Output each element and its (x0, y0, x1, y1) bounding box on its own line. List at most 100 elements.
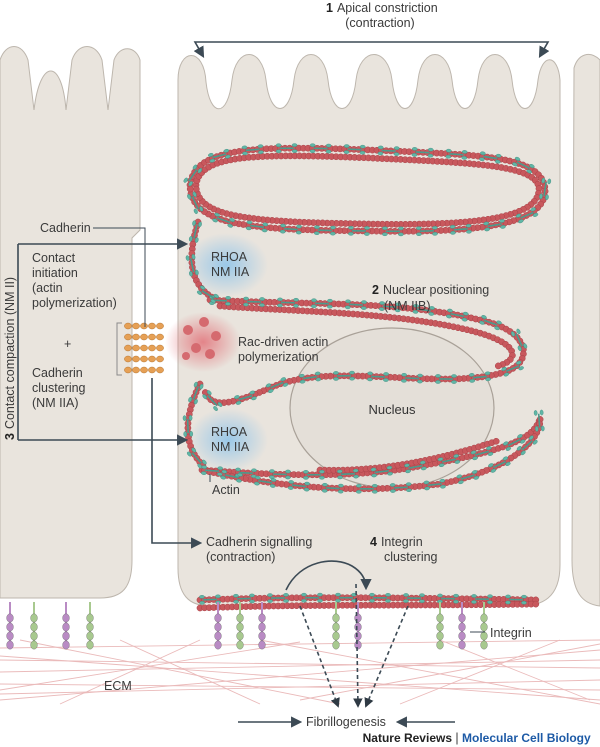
myosin-filament (309, 143, 332, 154)
myosin-filament (479, 151, 502, 164)
clustering-label-3: (NM IIA) (32, 396, 79, 410)
rhoa-bottom-1: RHOA (211, 425, 248, 439)
actin-mid-cable-2-beads (216, 302, 516, 370)
integrin-clustering-2: clustering (384, 550, 438, 564)
myosin-filament (378, 301, 401, 313)
myosin-filament (187, 191, 204, 214)
myosin-filament (311, 298, 333, 309)
myosin-filament (449, 223, 472, 235)
myosin-filament (456, 470, 480, 485)
nuclear-label-2: (NM IIB) (384, 299, 431, 313)
myosin-filament (470, 446, 494, 461)
rac-polymer-balls (182, 317, 221, 360)
myosin-filament (344, 299, 367, 310)
rac-label-2: polymerization (238, 350, 319, 364)
contact-label-3: (actin (32, 281, 63, 295)
myosin-filament (333, 370, 355, 381)
compaction-label: 3Contact compaction (NM II) (3, 277, 17, 440)
myosin-filament (512, 156, 535, 174)
myosin-filament (539, 177, 552, 201)
myosin-filament (185, 254, 199, 277)
nucleus-label: Nucleus (369, 402, 416, 417)
myosin-filament (287, 480, 310, 492)
myosin-filament (186, 447, 207, 469)
myosin-minifilaments (182, 143, 552, 605)
integrin (436, 602, 444, 650)
integrin-label: Integrin (490, 626, 532, 640)
myosin-filament (533, 409, 545, 432)
ecm-fibres (0, 639, 600, 705)
myosin-filament (412, 304, 435, 316)
cadherin-signalling-1: Cadherin signalling (206, 535, 312, 549)
myosin-filament (445, 148, 468, 160)
myosin-filament (188, 220, 202, 243)
apical-bracket-right (360, 41, 550, 58)
myosin-filament (369, 592, 391, 603)
myosin-filament (275, 143, 298, 154)
myosin-filament (343, 144, 366, 155)
myosin-filament (511, 328, 528, 352)
arrows (17, 41, 550, 728)
apical-bracket-left (193, 41, 360, 58)
myosin-filament (488, 456, 511, 473)
myosin-filament (243, 296, 265, 307)
apical-label-2: (contraction) (345, 16, 414, 30)
myosin-filament (267, 593, 289, 603)
myosin-filament (254, 475, 277, 488)
myosin-filament (269, 469, 291, 480)
myosin-filament (503, 434, 526, 451)
integrin (30, 602, 38, 650)
clustering-label-2: clustering (32, 381, 86, 395)
cadherin-dimer (124, 366, 164, 374)
myosin-filament (377, 145, 400, 156)
myosin-filament (437, 593, 459, 604)
cadherin-pointer (93, 227, 146, 327)
myosin-filament (298, 371, 322, 384)
contraction-curve-arrow (285, 560, 372, 591)
credit-journal: Nature Reviews (363, 731, 453, 745)
myosin-filament (265, 377, 289, 393)
credit-separator: | (455, 731, 458, 745)
credit-line: Nature Reviews | Molecular Cell Biology (363, 731, 591, 745)
cadherin-dimer (124, 344, 164, 352)
myosin-filament (355, 483, 378, 494)
myosin-filament (202, 390, 223, 411)
cadherin-dimer (124, 355, 164, 363)
myosin-filament (516, 435, 538, 456)
contact-label-4: polymerization) (32, 296, 117, 310)
myosin-filament (479, 315, 502, 331)
integrin (458, 602, 466, 650)
myosin-filament (382, 226, 404, 237)
integrin (86, 602, 94, 650)
myosin-filament (370, 465, 393, 478)
myosin-filament (301, 592, 323, 603)
actin-apical-ring-inner-beads (192, 152, 543, 228)
myosin-filament (501, 360, 524, 377)
myosin-filament (401, 373, 423, 384)
contact-label-2: initiation (32, 266, 78, 280)
myosin-filament (505, 594, 527, 605)
dashed-arrow-mid (353, 583, 363, 708)
rac-label-1: Rac-driven actin (238, 335, 328, 349)
myosin-filament (435, 374, 457, 384)
actin-mid-cable-beads (201, 296, 527, 406)
rhoa-glow-top (184, 233, 268, 297)
rhoa-top-1: RHOA (211, 250, 248, 264)
myosin-filament (196, 285, 219, 304)
myosin-filament (321, 482, 344, 494)
myosin-filament (336, 468, 359, 480)
rhoa-bottom-2: NM IIA (211, 440, 250, 454)
integrin (258, 602, 266, 650)
myosin-filament (303, 469, 325, 480)
cadherin-dimer (124, 333, 164, 341)
integrin (62, 602, 70, 650)
myosin-filament (404, 460, 427, 474)
cadherin-junction (116, 322, 164, 376)
myosin-filament (245, 220, 269, 233)
integrin (6, 602, 14, 650)
myosin-filament (201, 465, 223, 477)
cadherin-molecules (124, 322, 164, 374)
clustering-label-1: Cadherin (32, 366, 83, 380)
